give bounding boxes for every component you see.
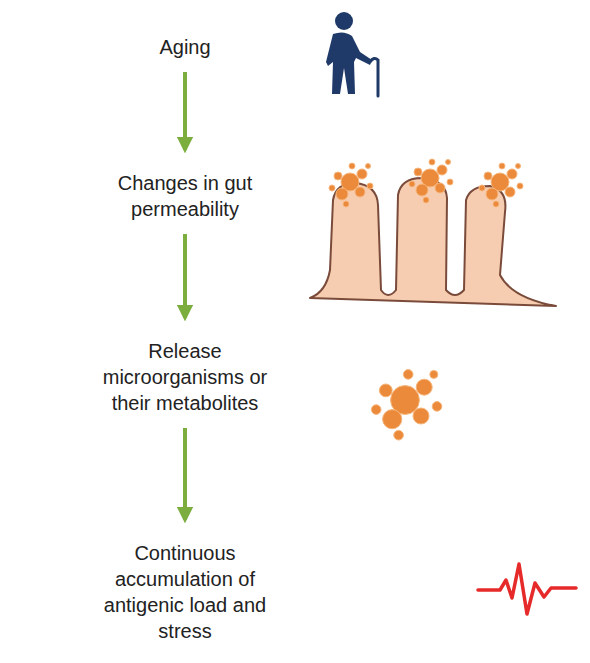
microbe-bubble [437, 165, 447, 175]
microbe-bubble [499, 163, 505, 169]
microbe-bubble [430, 370, 438, 378]
microbe-bubble [446, 160, 451, 165]
microbe-bubble [414, 168, 422, 176]
microbe-bubble [349, 163, 355, 169]
step-text: Release microorganisms or their metaboli… [91, 338, 279, 416]
step-label: Continuous accumulation of antigenic loa… [87, 538, 283, 646]
step-text: Aging [129, 34, 241, 60]
microbe-bubble [409, 181, 415, 187]
microbe-bubble [334, 172, 342, 180]
flow-arrow [183, 234, 187, 318]
microbe-bubble [355, 187, 365, 197]
gut-villi-illustration [310, 178, 556, 306]
microbe-bubble [435, 183, 445, 193]
step-text: Changes in gut permeability [103, 170, 267, 222]
microbe-bubble [367, 183, 373, 189]
microbe-bubble [379, 384, 392, 397]
microbe-bubble [423, 197, 429, 203]
microbe-bubble [336, 188, 348, 200]
microbe-bubble [479, 185, 485, 191]
microbe-bubble [413, 408, 429, 424]
elderly-person-icon [326, 12, 378, 96]
microbe-bubble [493, 201, 499, 207]
microbe-bubble [505, 187, 515, 197]
microbe-bubble [517, 183, 523, 189]
microbe-bubble [416, 379, 432, 395]
connector-layer [185, 72, 186, 520]
microbe-bubble [416, 184, 428, 196]
microbe-bubble [403, 370, 413, 380]
microbe-bubbles [329, 159, 523, 440]
step-text: Continuous accumulation of antigenic loa… [91, 540, 279, 644]
microbe-bubble [507, 169, 517, 179]
flow-arrow [183, 428, 187, 520]
step-label: Release microorganisms or their metaboli… [87, 336, 283, 418]
microbe-bubble [516, 164, 521, 169]
step-label: Changes in gut permeability [99, 168, 271, 224]
flow-arrow [183, 72, 187, 150]
microbe-bubble [486, 188, 498, 200]
microbe-bubble [357, 169, 367, 179]
microbe-bubble [383, 410, 402, 429]
microbe-bubble [366, 164, 371, 169]
stress-pulse-icon [478, 564, 576, 614]
microbe-bubble [429, 159, 435, 165]
microbe-bubble [447, 179, 453, 185]
microbe-bubble [329, 185, 335, 191]
step-label: Aging [125, 32, 245, 62]
microbe-bubble [432, 402, 442, 412]
microbe-bubble [371, 405, 381, 415]
microbe-bubble [484, 172, 492, 180]
microbe-bubble [394, 430, 404, 440]
microbe-bubble [343, 201, 349, 207]
